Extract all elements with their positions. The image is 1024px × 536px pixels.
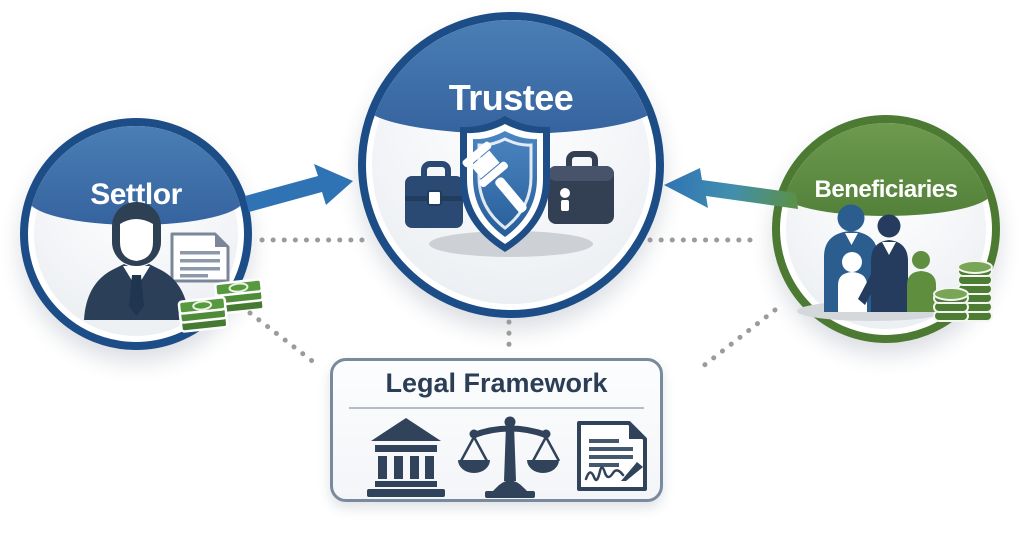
- dotted-beneficiaries-legal: [699, 307, 778, 370]
- settlor-icons: [84, 202, 265, 333]
- document-icon: [170, 232, 230, 283]
- beneficiaries-node: Beneficiaries: [772, 115, 1000, 343]
- family-icon: [824, 204, 936, 312]
- legal-framework-icons: [367, 416, 647, 498]
- legal-framework-label: Legal Framework: [385, 368, 608, 398]
- beneficiaries-label: Beneficiaries: [814, 176, 958, 203]
- scales-of-justice-icon: [458, 416, 561, 498]
- briefcase-dark-icon: [548, 151, 614, 224]
- settlor-node: Settlor: [20, 118, 265, 350]
- beneficiaries-icons: [797, 204, 993, 322]
- bank-icon: [367, 418, 445, 497]
- signed-contract-icon: [577, 421, 647, 491]
- divider: [349, 407, 644, 409]
- shield-gavel-icon: [460, 116, 550, 252]
- cash-stack-icon: [177, 278, 265, 333]
- legal-framework-box: Legal Framework: [330, 358, 663, 502]
- trustee-band: Trustee: [366, 20, 656, 134]
- briefcase-icon: [405, 161, 463, 228]
- businessman-icon: [84, 202, 189, 320]
- dotted-settlor-legal: [247, 310, 323, 370]
- trustee-node: Trustee: [358, 12, 664, 318]
- trustee-icons: [405, 116, 614, 257]
- beneficiaries-band: Beneficiaries: [780, 123, 992, 216]
- coin-stacks-icon: [933, 260, 993, 322]
- trustee-label: Trustee: [448, 77, 574, 118]
- arrow-settlor-to-trustee: [245, 164, 353, 212]
